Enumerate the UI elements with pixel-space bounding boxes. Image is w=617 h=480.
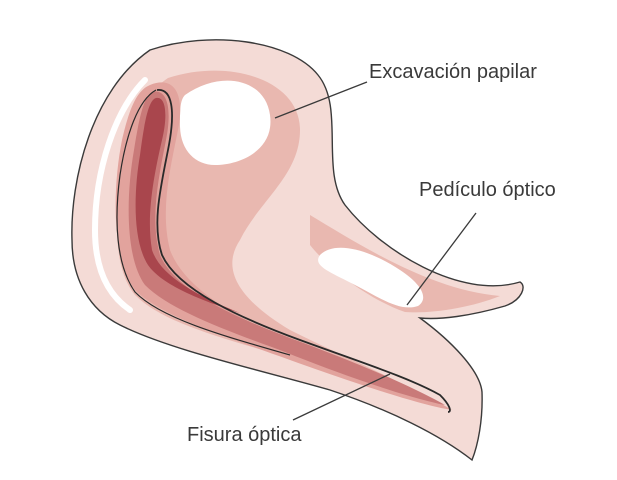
- leader-line-fisura: [292, 373, 391, 421]
- optic-stalk-shade: [310, 215, 500, 313]
- cup-wall-dark: [135, 97, 240, 313]
- label-optic-stalk: Pedículo óptico: [419, 179, 556, 201]
- leader-line-pediculo: [406, 212, 477, 306]
- papillary-excavation-highlight: [180, 80, 271, 165]
- outer-rim-highlight: [91, 77, 148, 313]
- optic-fissure-line: [156, 89, 451, 413]
- cup-outer-edge-line: [116, 89, 291, 356]
- label-optic-fissure: Fisura óptica: [187, 424, 302, 446]
- label-papillary-excavation: Excavación papilar: [369, 61, 537, 83]
- leader-line-excavacion: [274, 81, 368, 119]
- optic-stalk-lumen: [318, 247, 424, 308]
